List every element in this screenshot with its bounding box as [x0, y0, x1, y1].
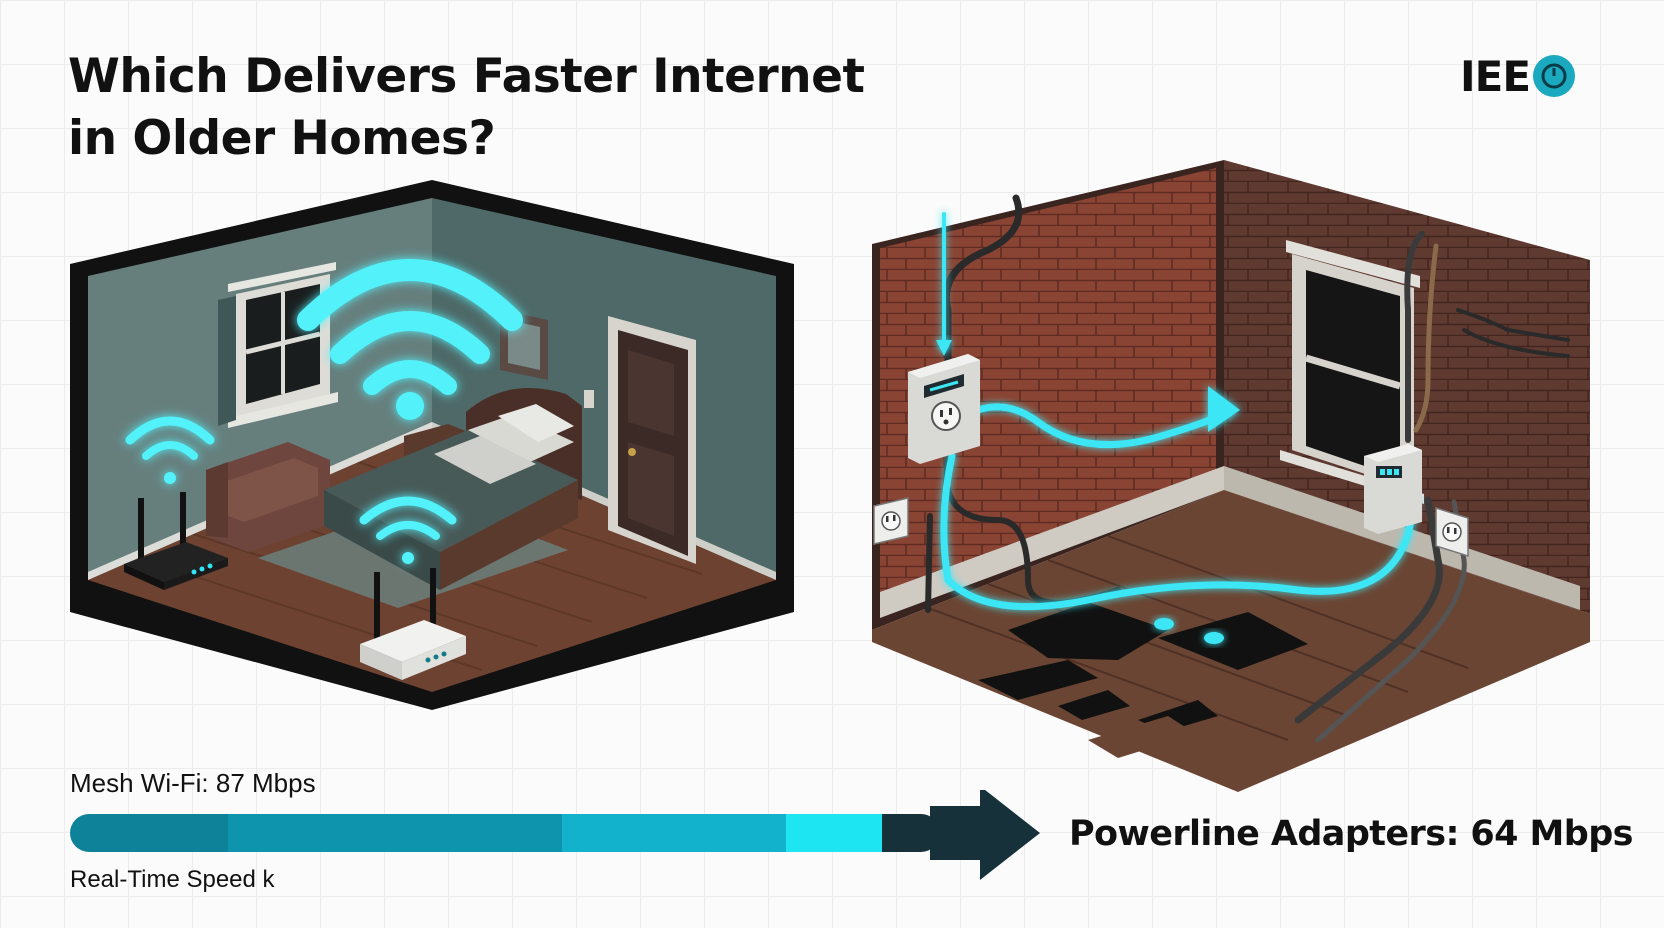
powerline-speed-label: Powerline Adapters: 64 Mbps [1069, 814, 1633, 854]
speed-bar-segment [786, 814, 882, 852]
powerline-signal-path [940, 212, 1420, 611]
speed-bar-segment [228, 814, 562, 852]
logo-text: IEE [1460, 51, 1531, 101]
title-line-1: Which Delivers Faster Internet [68, 49, 865, 104]
title-line-2: in Older Homes? [68, 111, 496, 166]
arrow-right-icon [1208, 386, 1240, 432]
mesh-wifi-speed-label: Mesh Wi-Fi: 87 Mbps [70, 768, 316, 798]
wifi-icon [297, 259, 523, 420]
arrow-right-icon [930, 790, 1040, 880]
outlet-icon [873, 497, 909, 545]
mesh-wifi-room-illustration [70, 180, 794, 710]
power-circle-icon [1533, 55, 1576, 97]
outlet-icon-right [1435, 506, 1469, 558]
arrow-down-icon [936, 340, 952, 356]
speed-bar-segments [70, 814, 940, 852]
wifi-icon-small-left [125, 416, 215, 484]
room-window [218, 262, 338, 428]
room-door [608, 316, 696, 564]
wifi-icon-small-center [359, 496, 457, 564]
realtime-speed-label: Real-Time Speed k [70, 866, 275, 893]
armchair [206, 442, 330, 552]
powerline-adapter-right [1364, 444, 1422, 534]
router-left [124, 492, 228, 590]
powerline-room-illustration [872, 160, 1590, 792]
speed-comparison-bar [70, 790, 1040, 880]
speed-bar-segment [562, 814, 786, 852]
brand-logo: IEE [1460, 50, 1576, 102]
speed-bar-segment [70, 814, 228, 852]
page-title: Which Delivers Faster Internet in Older … [68, 46, 865, 170]
powerline-adapter-left [908, 354, 980, 464]
bed [324, 388, 582, 590]
brick-room-window [1280, 240, 1424, 504]
router-center [360, 568, 466, 680]
